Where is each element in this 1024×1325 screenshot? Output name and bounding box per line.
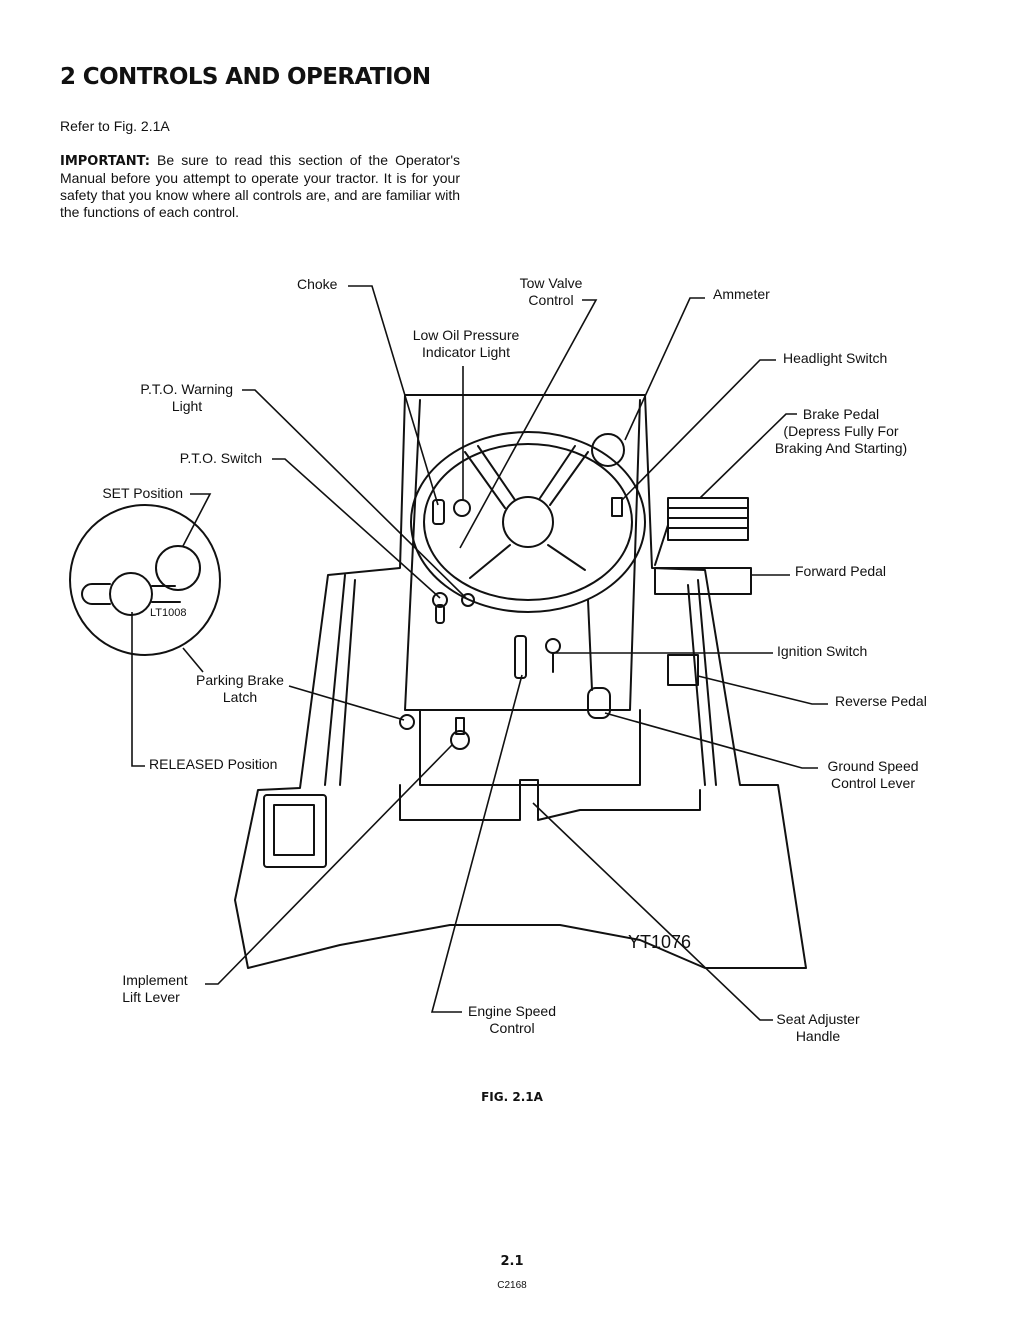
parking-brake-latch [399, 714, 415, 730]
label-ignition-switch: Ignition Switch [777, 643, 867, 659]
label-implement-line1: Implement [122, 972, 187, 988]
important-paragraph: IMPORTANT: Be sure to read this section … [60, 152, 460, 221]
important-text: Be sure to read this section of the Oper… [60, 152, 460, 220]
label-parking-brake-line2: Latch [223, 689, 257, 705]
label-tow-valve-line2: Control [528, 292, 573, 308]
important-label: IMPORTANT: [60, 154, 150, 169]
document-code: C2168 [497, 1280, 527, 1291]
label-headlight-switch: Headlight Switch [783, 350, 887, 366]
label-brake-line2: (Depress Fully For [783, 423, 898, 439]
tractor-fender [234, 394, 807, 969]
pto-switch [432, 592, 448, 608]
steering-hub [502, 496, 554, 548]
steering-wheel [410, 431, 646, 613]
label-pto-switch: P.T.O. Switch [180, 450, 262, 466]
label-set-position: SET Position [102, 485, 183, 501]
label-low-oil-line2: Indicator Light [422, 344, 510, 360]
refer-text: Refer to Fig. 2.1A [60, 118, 170, 134]
label-tow-valve-line1: Tow Valve [520, 275, 583, 291]
label-ground-speed-line1: Ground Speed [827, 758, 918, 774]
label-parking-brake-line1: Parking Brake [196, 672, 284, 688]
parking-brake-inset [69, 504, 221, 656]
label-brake-line3: Braking And Starting) [775, 440, 907, 456]
page-number: 2.1 [500, 1254, 524, 1269]
label-seat-adjuster-line2: Handle [796, 1028, 841, 1044]
ground-speed-lever [587, 687, 611, 719]
implement-lift-lever [450, 730, 470, 750]
forward-pedal [654, 567, 752, 595]
page-title: 2 CONTROLS AND OPERATION [60, 64, 431, 90]
label-low-oil-line1: Low Oil Pressure [413, 327, 520, 343]
label-pto-warning-line1: P.T.O. Warning [140, 381, 233, 397]
label-brake-line1: Brake Pedal [803, 406, 879, 422]
ammeter-gauge [591, 433, 625, 467]
label-implement-line2: Lift Lever [122, 989, 180, 1005]
label-released-position: RELEASED Position [149, 756, 277, 772]
engine-speed-lever [514, 635, 527, 679]
label-seat-adjuster-line1: Seat Adjuster [776, 1011, 860, 1027]
label-ground-speed-line2: Control Lever [831, 775, 915, 791]
label-ammeter: Ammeter [713, 286, 770, 302]
figure-caption: FIG. 2.1A [481, 1090, 543, 1104]
label-choke: Choke [297, 276, 338, 292]
label-pto-warning-line2: Light [172, 398, 202, 414]
label-engine-speed-line2: Control [489, 1020, 534, 1036]
label-forward-pedal: Forward Pedal [795, 563, 886, 579]
choke-knob [432, 499, 445, 525]
inset-code: LT1008 [150, 607, 187, 619]
pto-warning-light [461, 593, 475, 607]
label-engine-speed-line1: Engine Speed [468, 1003, 556, 1019]
reverse-pedal [667, 654, 699, 686]
drawing-code: YT1076 [628, 932, 691, 952]
ignition-switch [545, 638, 561, 654]
headlight-switch [611, 497, 623, 517]
side-panel [263, 794, 327, 868]
dash-console [404, 399, 641, 711]
label-reverse-pedal: Reverse Pedal [835, 693, 927, 709]
low-oil-light [453, 499, 471, 517]
